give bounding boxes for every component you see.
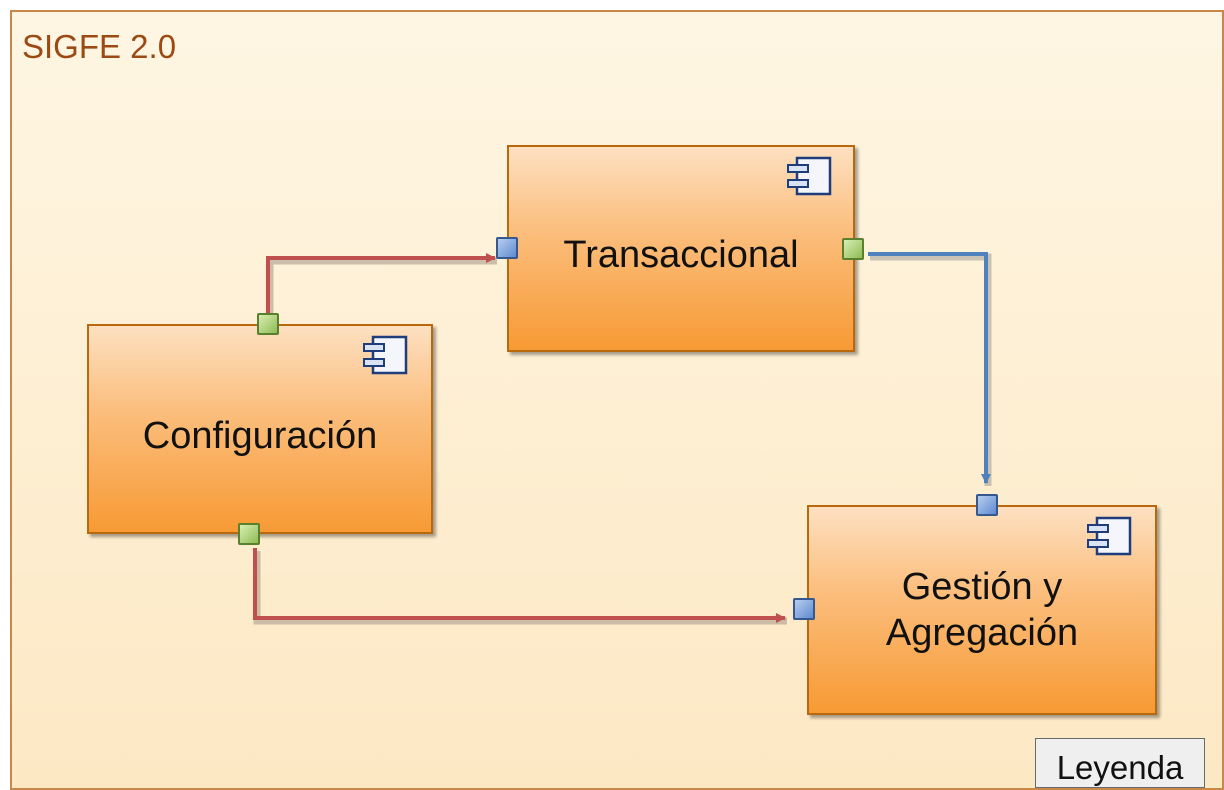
legend-box[interactable]: Leyenda — [1035, 738, 1205, 788]
transaccional-provided-port — [842, 238, 864, 260]
configuracion-provided-port-bottom — [238, 523, 260, 545]
component-label: Gestión y Agregación — [885, 566, 1079, 654]
component-label: Transaccional — [563, 234, 799, 276]
connector-transaccional-to-gestion — [868, 252, 992, 486]
connector-config-to-gestion — [253, 548, 787, 625]
uml-component-icon — [787, 156, 832, 196]
diagram-title: SIGFE 2.0 — [22, 28, 177, 65]
connectors-layer — [253, 252, 992, 625]
connector-config-to-transaccional — [266, 253, 497, 318]
gestion-required-port-left — [793, 598, 815, 620]
component-gestion-agregacion[interactable]: Gestión y Agregación — [807, 505, 1157, 715]
gestion-required-port-top — [976, 494, 998, 516]
uml-component-icon — [363, 335, 408, 375]
configuracion-provided-port-top — [257, 313, 279, 335]
transaccional-required-port — [496, 237, 518, 259]
uml-component-icon — [1087, 516, 1132, 556]
component-label: Configuración — [142, 415, 378, 457]
component-configuracion[interactable]: Configuración — [87, 324, 433, 534]
component-transaccional[interactable]: Transaccional — [507, 145, 855, 352]
